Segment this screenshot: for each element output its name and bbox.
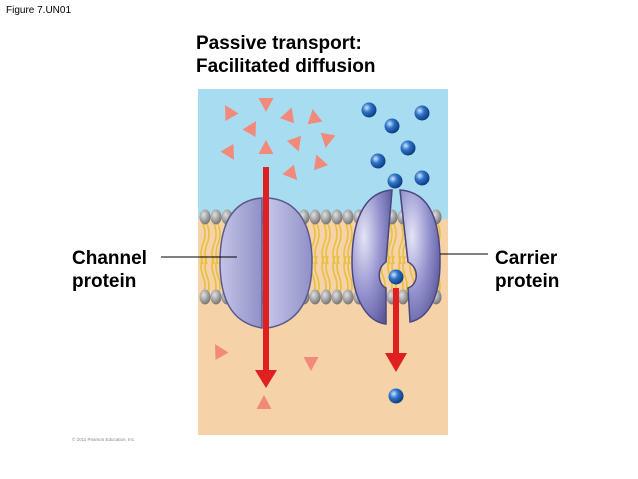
lipid-tail xyxy=(215,255,221,297)
triangle-solute xyxy=(286,135,301,152)
triangle-solute xyxy=(303,357,319,371)
lipid-tail xyxy=(211,223,217,265)
triangle-solute xyxy=(320,132,336,148)
lipid-tail xyxy=(347,255,353,297)
sphere-solute xyxy=(414,105,430,121)
lipid-tail xyxy=(336,255,342,297)
phospholipid-head xyxy=(309,289,321,305)
phospholipid-head xyxy=(320,289,332,305)
triangle-solute xyxy=(215,344,229,360)
sphere-solute xyxy=(414,170,430,186)
triangle-solute xyxy=(225,105,239,121)
sphere-solute xyxy=(388,388,404,404)
lipid-tail xyxy=(314,223,320,265)
triangle-solute xyxy=(256,395,272,409)
sphere-solute xyxy=(384,118,400,134)
lipid-tail xyxy=(200,223,206,265)
phospholipid-head xyxy=(199,289,211,305)
phospholipid-head xyxy=(342,209,354,225)
carrier-label-line-1: Carrier xyxy=(495,248,558,269)
sphere-solute xyxy=(387,173,403,189)
lipid-tail xyxy=(215,223,221,265)
title-line-1: Passive transport: xyxy=(196,33,362,54)
phospholipid-head xyxy=(342,289,354,305)
carrier-protein-label: Carrier protein xyxy=(495,247,559,293)
lipid-tail xyxy=(336,223,342,265)
channel-label-line-1: Channel xyxy=(72,248,147,269)
carrier-protein xyxy=(351,189,441,325)
triangle-solute xyxy=(258,98,274,112)
lipid-tail xyxy=(387,223,393,265)
lipid-tail xyxy=(204,255,210,297)
carrier-diffusion-arrow xyxy=(385,288,407,372)
triangle-solute xyxy=(279,107,294,124)
carrier-label-line-2: protein xyxy=(495,271,560,292)
triangle-solute xyxy=(314,154,329,171)
phospholipid-head xyxy=(397,289,409,305)
triangle-solute xyxy=(242,121,256,137)
diagram-title: Passive transport: Facilitated diffusion xyxy=(196,32,375,78)
sphere-solutes xyxy=(361,102,430,404)
channel-protein-label: Channel protein xyxy=(72,247,147,293)
lipid-tail xyxy=(325,255,331,297)
lipid-tail xyxy=(314,255,320,297)
lipid-tail xyxy=(321,223,327,265)
lipid-tail xyxy=(332,223,338,265)
copyright-credit: © 2011 Pearson Education, Inc. xyxy=(72,437,136,442)
phospholipid-head xyxy=(331,209,343,225)
lipid-tail xyxy=(391,223,397,265)
triangle-solutes xyxy=(215,98,336,409)
lipid-tail xyxy=(343,223,349,265)
phospholipid-head xyxy=(331,289,343,305)
phospholipid-head xyxy=(210,209,222,225)
triangle-solute xyxy=(220,144,234,160)
lipid-tail xyxy=(398,223,404,265)
title-line-2: Facilitated diffusion xyxy=(196,56,376,77)
triangle-solute xyxy=(307,109,323,125)
phospholipid-head xyxy=(320,209,332,225)
sphere-solute xyxy=(400,140,416,156)
channel-label-line-2: protein xyxy=(72,271,137,292)
lipid-tail xyxy=(325,223,331,265)
triangle-solute xyxy=(282,164,298,181)
sphere-solute xyxy=(361,102,377,118)
channel-protein xyxy=(219,197,313,329)
figure-label: Figure 7.UN01 xyxy=(6,5,72,16)
lipid-tail xyxy=(347,223,353,265)
phospholipid-head xyxy=(210,289,222,305)
phospholipid-head xyxy=(199,209,211,225)
phospholipid-head xyxy=(309,209,321,225)
sphere-solute xyxy=(388,269,404,285)
sphere-solute xyxy=(370,153,386,169)
channel-diffusion-arrow xyxy=(255,167,277,388)
lipid-tail xyxy=(402,255,408,297)
triangle-solute xyxy=(258,140,274,154)
lipid-tail xyxy=(204,223,210,265)
